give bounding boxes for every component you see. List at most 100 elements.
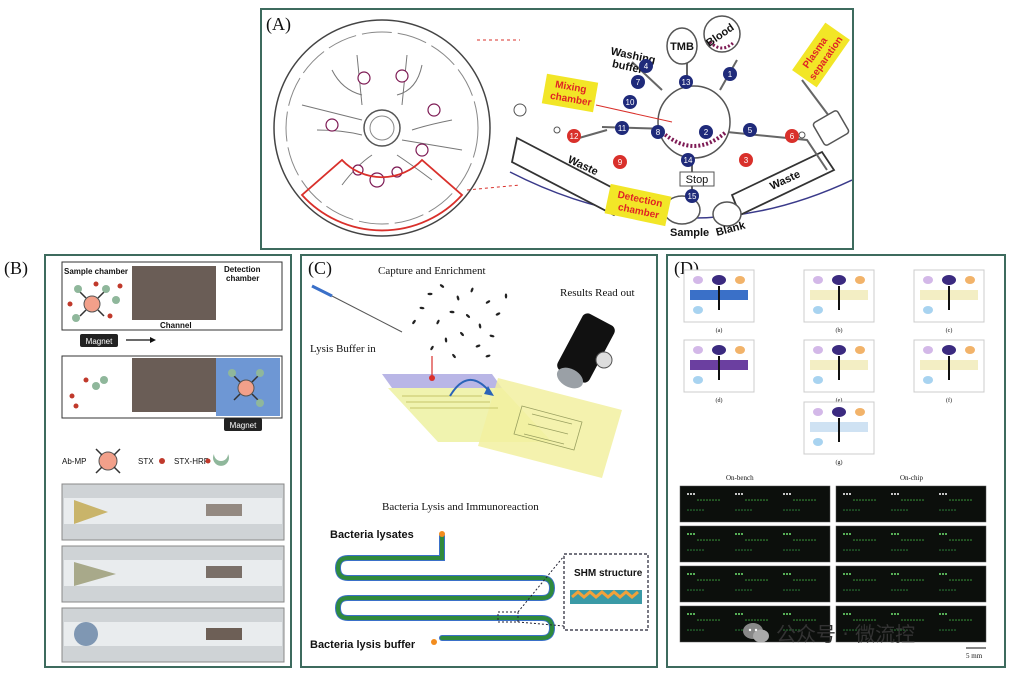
bacterium [430, 345, 434, 351]
sample-chamber-label: Sample chamber [64, 267, 128, 276]
svg-text:Ab-MP: Ab-MP [62, 457, 86, 466]
valve-blue-5: 5 [743, 123, 757, 137]
panel-a: (A) [260, 8, 854, 250]
flow-snapshot-6: (g) [803, 401, 875, 466]
bacterium [456, 295, 460, 301]
svg-text:4: 4 [644, 62, 649, 71]
panel-c-label: (C) [308, 258, 332, 278]
flow-snapshot-0: (a) [683, 269, 755, 334]
valve-blue-14: 14 [681, 153, 695, 167]
lysis-buffer-in-label: Lysis Buffer in [310, 343, 376, 355]
fluorescence-images [679, 485, 987, 643]
bacteria-cloud [412, 284, 508, 359]
tmb-chamber [666, 27, 698, 65]
svg-text:(f): (f) [946, 397, 952, 404]
fluorescence-tile [679, 525, 831, 563]
svg-text:10: 10 [626, 98, 635, 107]
on-chip-label: On-chip [900, 474, 923, 482]
svg-text:STX: STX [138, 457, 154, 466]
valve-blue-10: 10 [623, 95, 637, 109]
valve-blue-4: 4 [639, 59, 653, 73]
panel-d-diagram: (a) (b) (c) (d) (e) (f) (g) On-bench On-chip 5… [679, 269, 987, 660]
plasma-separation-callout: Plasmaseparation [792, 22, 850, 88]
mixing-chamber-callout: Mixingchamber [541, 73, 673, 123]
on-bench-label: On-bench [726, 474, 754, 482]
bacteria-lysates-label: Bacteria lysates [330, 529, 414, 541]
shm-inset: SHM structure [497, 553, 649, 631]
flow-snapshot-1: (b) [803, 269, 875, 334]
blank-chamber-shape [712, 201, 742, 227]
tmb-label: TMB [670, 41, 694, 53]
valve-blue-8: 8 [651, 125, 665, 139]
flow-snapshot-5: (f) [913, 339, 985, 404]
svg-text:2: 2 [704, 128, 709, 137]
chip-3d [382, 356, 622, 478]
svg-text:(g): (g) [836, 459, 843, 466]
bacterium [504, 293, 508, 299]
bacterium [439, 284, 445, 288]
serpentine-channel [334, 531, 556, 645]
fluorescence-tile [679, 565, 831, 603]
readout-device [556, 313, 615, 389]
svg-text:14: 14 [684, 156, 693, 165]
svg-text:5: 5 [748, 126, 753, 135]
valve-red-12: 12 [567, 129, 581, 143]
svg-text:(b): (b) [836, 327, 843, 334]
panel-c: (C) Capture and Enrichment Results Read … [300, 254, 658, 668]
svg-text:SHM structure: SHM structure [574, 568, 643, 579]
scale-bar-label: 5 mm [966, 652, 983, 660]
svg-text:11: 11 [618, 124, 627, 133]
bacterium [485, 300, 491, 304]
svg-text:1: 1 [728, 70, 733, 79]
bacterium [460, 331, 464, 337]
bacterium [495, 312, 501, 316]
sample-label: Sample [670, 227, 709, 239]
svg-text:Stop: Stop [686, 174, 709, 186]
svg-text:7: 7 [636, 78, 641, 87]
flow-snapshot-2: (c) [913, 269, 985, 334]
panel-d: (D) (a)(b)(c)(d)(e)(f)(g) On-bench On-ch… [666, 254, 1006, 668]
panel-b-label: (B) [4, 258, 28, 278]
bacterium [419, 306, 425, 310]
svg-text:(e): (e) [836, 397, 843, 404]
fluorescence-tile [835, 605, 987, 643]
bacterium [478, 323, 482, 329]
valve-red-9: 9 [613, 155, 627, 169]
panel-c-diagram: Capture and Enrichment Results Read out … [310, 265, 649, 651]
detection-chamber-callout: Detectionchamber [604, 183, 672, 227]
captured-complex [228, 369, 264, 407]
stop-label: Stop [679, 171, 715, 187]
svg-text:Magnet: Magnet [86, 337, 113, 346]
capture-enrichment-label: Capture and Enrichment [378, 265, 486, 277]
svg-text:9: 9 [618, 158, 623, 167]
bacterium [436, 319, 440, 325]
svg-text:6: 6 [790, 132, 795, 141]
svg-text:Mixingchamber: Mixingchamber [549, 79, 594, 109]
lysis-immunoreaction-label: Bacteria Lysis and Immunoreaction [382, 501, 539, 513]
svg-text:Magnet: Magnet [230, 421, 257, 430]
bacterium [470, 287, 474, 293]
svg-text:8: 8 [656, 128, 661, 137]
bacterium [452, 353, 456, 359]
svg-text:(d): (d) [716, 397, 723, 404]
valve-blue-2: 2 [699, 125, 713, 139]
svg-text:13: 13 [682, 78, 691, 87]
valve-blue-1: 1 [723, 67, 737, 81]
panel-a-label: (A) [266, 14, 291, 34]
bacterium [412, 319, 416, 325]
svg-text:3: 3 [744, 156, 749, 165]
bacterium [489, 334, 495, 338]
valve-blue-7: 7 [631, 75, 645, 89]
watermark: 公众号 · 微流控 [742, 618, 915, 647]
fluorescence-tile [835, 565, 987, 603]
panel-a-diagram: Stop TMB Blood Washingbuffer Waste Waste… [273, 15, 852, 239]
valve-blue-13: 13 [679, 75, 693, 89]
watermark-text: 公众号 · 微流控 [776, 622, 916, 646]
results-readout-label: Results Read out [560, 287, 635, 299]
flow-snapshots: (a) (b) (c) (d) (e) (f) (g) [683, 269, 985, 466]
valve-red-6: 6 [785, 129, 799, 143]
svg-text:STX-HRP: STX-HRP [174, 457, 209, 466]
valve-blue-11: 11 [615, 121, 629, 135]
svg-text:(c): (c) [946, 327, 953, 334]
